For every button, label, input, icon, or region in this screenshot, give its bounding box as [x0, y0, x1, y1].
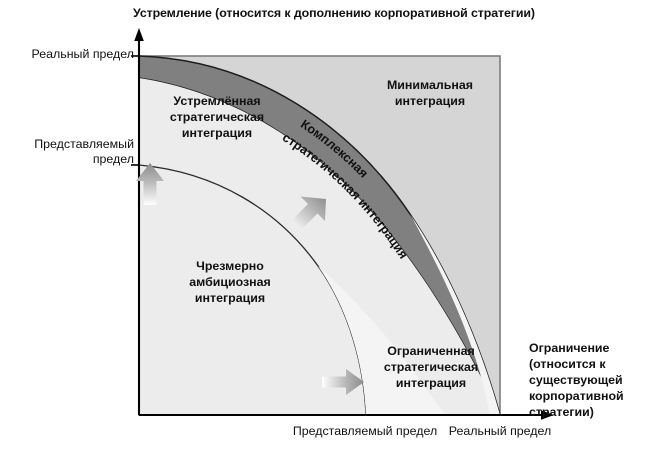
arrow-up-icon — [136, 163, 164, 205]
arrow-diagonal-icon — [291, 196, 326, 230]
y-tick-label-real-limit: Реальный предел — [31, 47, 134, 61]
y-tick-label-imaginable-limit: Представляемый предел — [34, 137, 134, 167]
region-inner-light — [139, 78, 500, 415]
arrow-right-icon — [322, 369, 364, 395]
x-tick-label-imaginable-limit: Представляемый предел — [292, 424, 438, 438]
axis-title-aspiration: Устремление (относится к дополнению корп… — [133, 6, 535, 20]
region-label-minimal-integration: Минимальная интеграция — [386, 78, 474, 109]
imaginable-limit-curve — [138, 164, 367, 416]
region-label-limited-integration: Ограниченная стратегическая интеграция — [383, 344, 479, 391]
region-label-aspirational-integration: Устремлённая стратегическая интеграция — [169, 94, 265, 141]
region-label-overambitious-integration: Чрезмерно амбициозная интеграция — [189, 259, 271, 306]
x-axis — [139, 410, 554, 420]
region-limited-integration — [318, 266, 446, 415]
axis-title-constraint: Ограничение (относится к существующей ко… — [529, 341, 624, 419]
x-tick-label-real-limit: Реальный предел — [448, 424, 552, 438]
axis-ticks-left — [131, 55, 139, 166]
y-axis — [134, 28, 144, 415]
